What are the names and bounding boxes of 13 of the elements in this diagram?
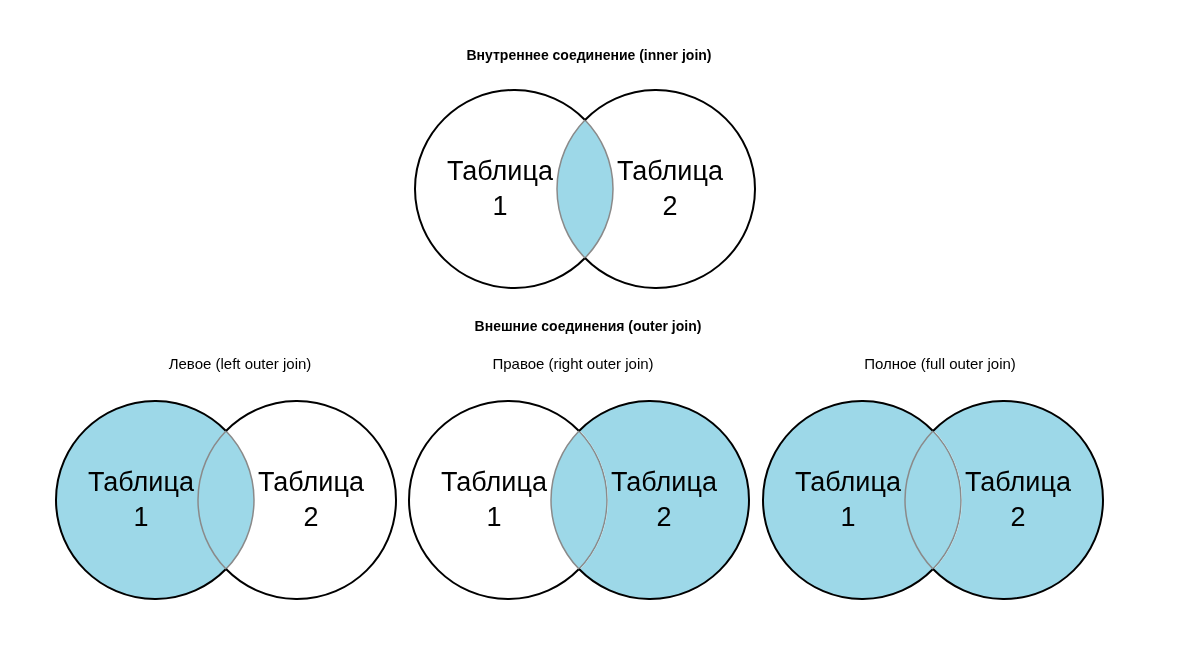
diagram-caption: Правое (right outer join)	[492, 355, 654, 373]
circle-label: Таблица 1	[87, 466, 195, 534]
circle-label: Таблица 1	[446, 155, 554, 223]
section-heading: Внешние соединения (outer join)	[474, 317, 702, 335]
circle-label: Таблица 1	[794, 466, 902, 534]
circle-label: Таблица 2	[616, 155, 724, 223]
diagram-caption: Полное (full outer join)	[864, 355, 1016, 373]
section-heading: Внутреннее соединение (inner join)	[466, 46, 712, 64]
circle-label: Таблица 2	[964, 466, 1072, 534]
circle-label: Таблица 2	[610, 466, 718, 534]
circle-label: Таблица 2	[257, 466, 365, 534]
diagram-caption: Левое (left outer join)	[168, 355, 312, 373]
circle-label: Таблица 1	[440, 466, 548, 534]
